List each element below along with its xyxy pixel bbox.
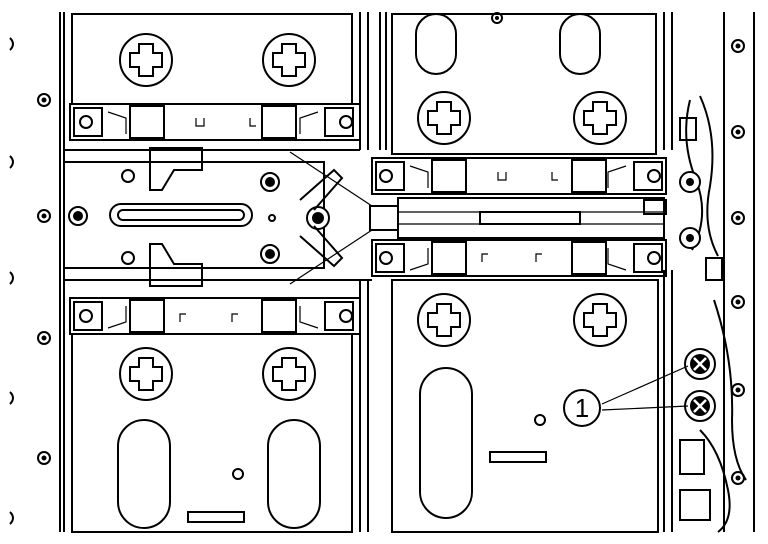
plus-screw-icon <box>573 91 627 145</box>
callout-leaders <box>601 365 689 411</box>
right-edge-screws <box>491 12 745 485</box>
connector-housing <box>63 147 373 287</box>
right-side-cabling <box>679 95 747 533</box>
bracket-bottom-left <box>69 297 361 335</box>
callout-target-screw-lower <box>684 390 716 422</box>
drive-carrier-bottom-right <box>391 279 659 533</box>
left-edge-screws <box>9 37 51 525</box>
plus-screw-icon <box>119 33 173 87</box>
plus-screw-icon <box>417 293 471 347</box>
callout-circle-icon: 1 <box>563 389 601 427</box>
bracket-middle-right-lower <box>371 239 667 277</box>
drive-carrier-top-left <box>71 13 353 105</box>
plus-screw-icon <box>119 347 173 401</box>
frame-rails <box>59 12 755 532</box>
bracket-top-left <box>69 103 361 141</box>
bracket-middle-right-upper <box>371 157 667 195</box>
drive-carrier-top-right <box>391 13 657 155</box>
callout-target-screw-upper <box>684 348 716 380</box>
plus-screw-icon <box>417 91 471 145</box>
drive-carrier-bottom-left <box>71 333 353 533</box>
plus-screw-icon <box>262 33 316 87</box>
cable-run <box>369 197 667 239</box>
callout-number: 1 <box>575 393 589 423</box>
plus-screw-icon <box>573 293 627 347</box>
plus-screw-icon <box>262 347 316 401</box>
